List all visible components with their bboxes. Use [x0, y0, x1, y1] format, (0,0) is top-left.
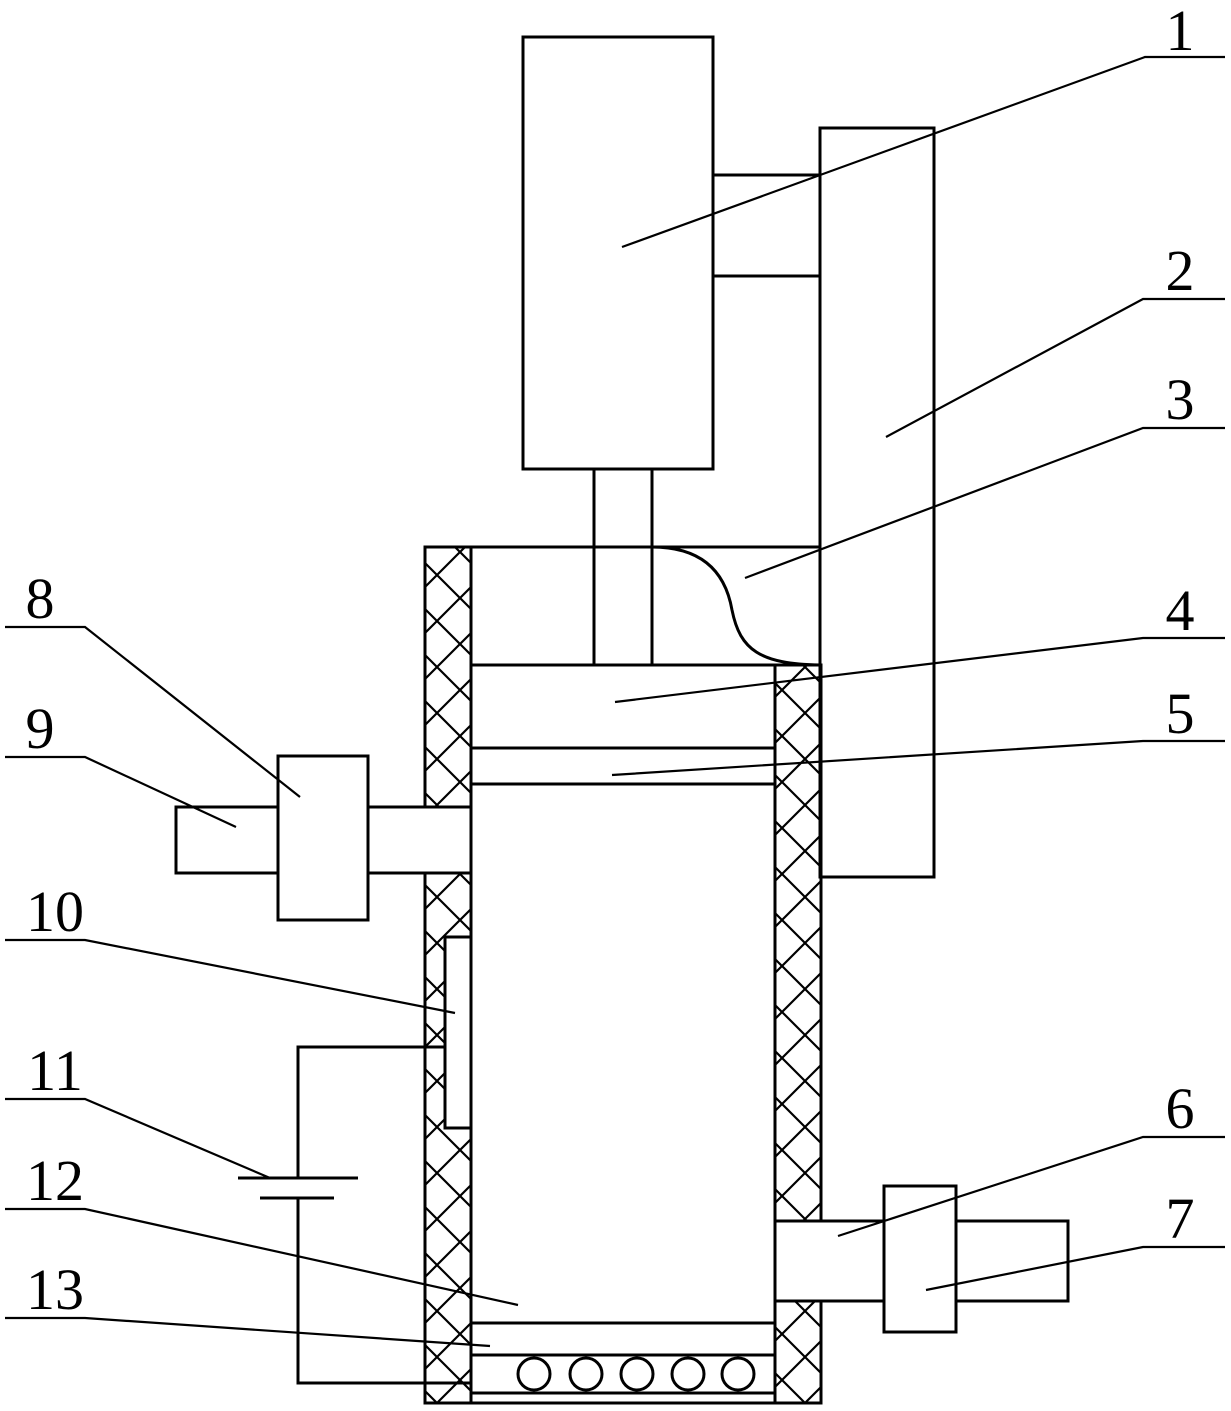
leader-line-2 — [885, 297, 1225, 438]
leader-line-10 — [5, 938, 456, 1015]
callout-1: 1 — [1166, 0, 1195, 63]
leader-line-3 — [744, 426, 1225, 580]
ball — [516, 1356, 552, 1392]
leader-line-13 — [5, 1316, 491, 1348]
curved-lid — [651, 545, 821, 667]
ball — [568, 1356, 604, 1392]
motor-shaft — [592, 467, 654, 667]
callout-10: 10 — [26, 879, 84, 944]
circuit-wire-top — [296, 1045, 445, 1178]
support-column — [818, 126, 936, 879]
leader-line-11 — [5, 1097, 271, 1180]
callout-labels: 1 2 3 4 5 6 7 8 9 10 11 12 13 — [26, 0, 1195, 1322]
leader-line-8 — [5, 625, 301, 798]
motor-bracket — [711, 173, 822, 278]
ball — [670, 1356, 706, 1392]
leader-lines — [5, 55, 1225, 1348]
callout-11: 11 — [27, 1038, 83, 1103]
callout-13: 13 — [26, 1257, 84, 1322]
leader-line-9 — [5, 755, 237, 828]
piston-seal — [469, 746, 777, 786]
leader-line-1 — [621, 55, 1225, 249]
leader-line-4 — [614, 636, 1225, 704]
callout-7: 7 — [1166, 1186, 1195, 1251]
piston — [469, 663, 777, 750]
callout-8: 8 — [26, 566, 55, 631]
ball — [720, 1356, 756, 1392]
motor-block — [521, 35, 715, 471]
electrode-plate — [443, 935, 473, 1130]
callout-5: 5 — [1166, 681, 1195, 746]
leader-line-6 — [837, 1135, 1225, 1238]
outlet-valve — [882, 1184, 958, 1334]
callout-12: 12 — [26, 1148, 84, 1213]
circuit-wire-bottom — [296, 1198, 471, 1385]
leader-line-7 — [925, 1245, 1225, 1292]
ball-layer — [516, 1356, 756, 1392]
callout-2: 2 — [1166, 238, 1195, 303]
leader-line-5 — [611, 739, 1225, 777]
callout-9: 9 — [26, 696, 55, 761]
ball — [619, 1356, 655, 1392]
callout-6: 6 — [1166, 1076, 1195, 1141]
inlet-valve — [276, 754, 370, 922]
callout-4: 4 — [1166, 578, 1195, 643]
leader-line-12 — [5, 1207, 519, 1307]
callout-3: 3 — [1166, 367, 1195, 432]
